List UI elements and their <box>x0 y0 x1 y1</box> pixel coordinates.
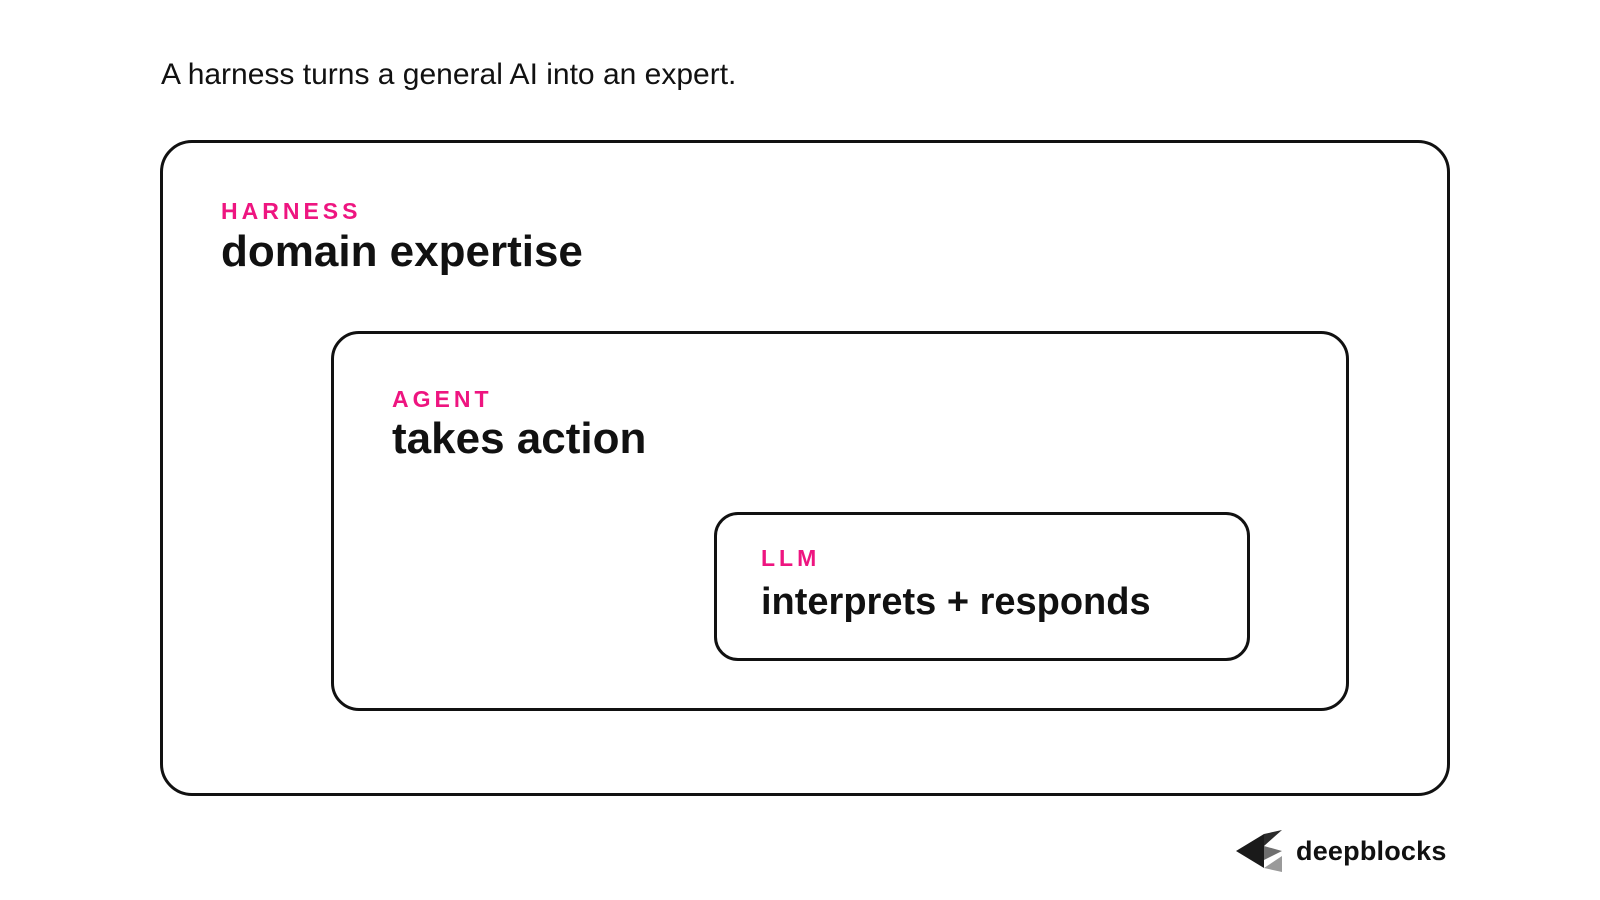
agent-description: takes action <box>392 414 647 463</box>
llm-label: LLM <box>761 545 821 571</box>
llm-layer-box: LLM interprets + responds <box>714 512 1250 661</box>
brand-mark: deepblocks <box>1236 828 1447 874</box>
llm-description: interprets + responds <box>761 581 1151 623</box>
agent-label: AGENT <box>392 386 493 412</box>
brand-name: deepblocks <box>1296 835 1447 866</box>
headline: A harness turns a general AI into an exp… <box>161 58 737 91</box>
deepblocks-logo-icon <box>1236 830 1282 872</box>
harness-label: HARNESS <box>221 198 362 224</box>
harness-description: domain expertise <box>221 227 583 276</box>
